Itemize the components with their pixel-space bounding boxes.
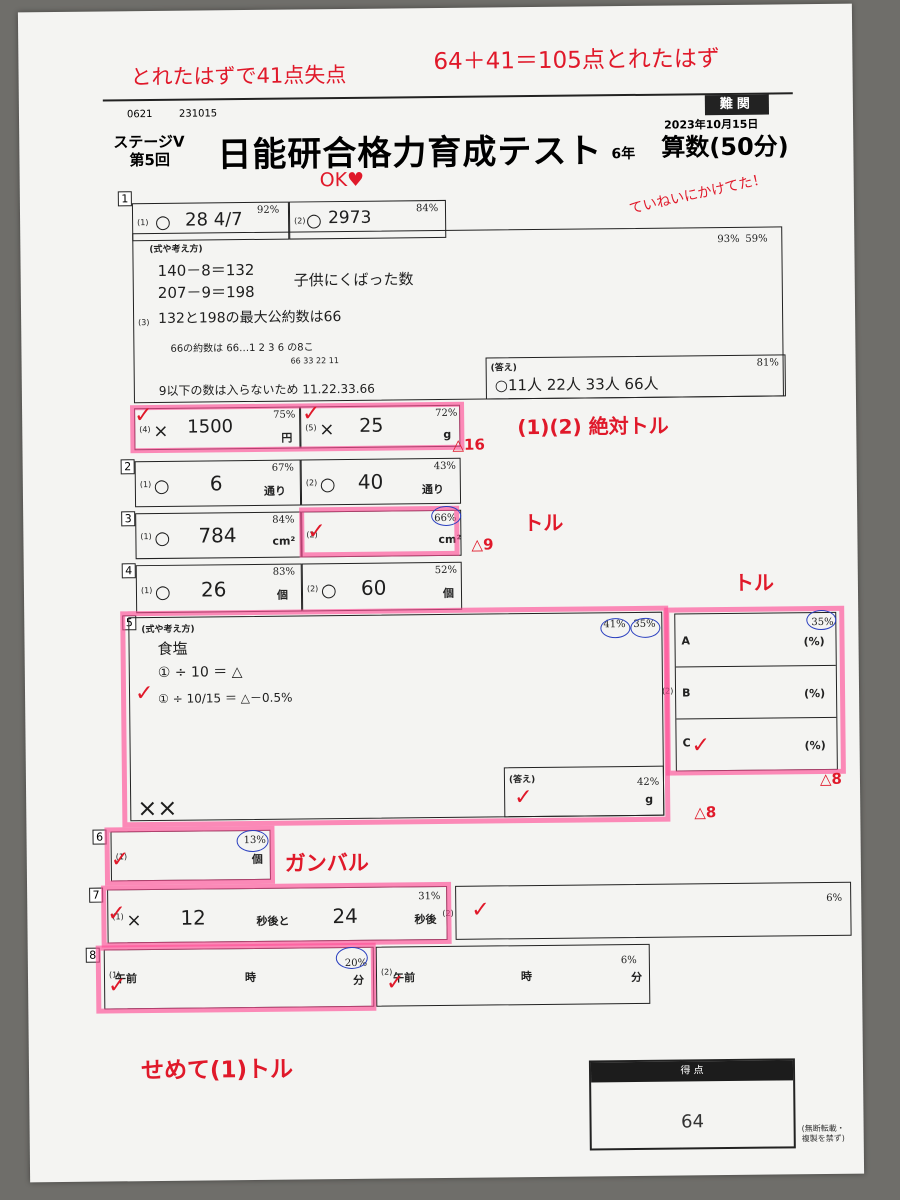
work-line: 子供にくばった数 xyxy=(293,270,414,290)
check-mark: ✓ xyxy=(107,973,127,999)
work-line: 132と198の最大公約数は66 xyxy=(158,309,342,327)
correct-mark: ○ xyxy=(154,581,171,603)
q2-2-answer-box: (2) ○ 40 通り 43% xyxy=(300,457,462,506)
highlight xyxy=(101,881,452,948)
q2-1-answer-box: (1) ○ 6 通り 67% xyxy=(134,459,302,508)
header-rule xyxy=(102,92,793,102)
q1-3-answer: ○11人 22人 33人 66人 xyxy=(494,374,659,395)
code-right: 231015 xyxy=(178,108,218,120)
take-note: トル xyxy=(733,570,775,595)
q1-1-answer: 28 4/7 xyxy=(184,209,243,231)
q4-1-answer-box: (1) ○ 26 個 83% xyxy=(135,563,303,614)
work-line: 207－9＝198 xyxy=(157,282,255,302)
work-line: 66の約数は 66…1 2 3 6 の8こ xyxy=(170,342,314,355)
possible-score-note: 64＋41＝105点とれたはず xyxy=(433,46,720,76)
check-mark: ✓ xyxy=(307,519,326,545)
must-take-note: (1)(2) 絶対トル xyxy=(517,413,669,440)
q4-1-answer: 26 xyxy=(200,577,227,602)
ok-note: OK♥ xyxy=(319,168,365,192)
check-mark: ✓ xyxy=(133,403,153,429)
q1-3-answer-box: (答え) 81% ○11人 22人 33人 66人 xyxy=(485,354,786,400)
q4-2-answer: 60 xyxy=(360,575,387,600)
ganbaru-note: ガンバル xyxy=(284,850,369,876)
correct-mark: ○ xyxy=(154,527,171,549)
score-label: 得 点 xyxy=(590,1060,794,1083)
q3-1-answer-box: (1) ○ 784 cm² 84% xyxy=(135,511,302,560)
check-mark: ✓ xyxy=(134,681,154,707)
score-value: 64 xyxy=(680,1111,705,1133)
question-number: 2 xyxy=(120,459,135,475)
lost-points-note: とれたはずで41点失点 xyxy=(130,62,347,90)
correct-mark: ○ xyxy=(153,475,170,498)
highlight xyxy=(95,942,377,1014)
q2-1-answer: 6 xyxy=(209,471,223,496)
q8-2-answer-box: (2) 午前 時 分 6% xyxy=(375,943,651,1007)
take-note: トル xyxy=(523,510,564,536)
q3-1-answer: 784 xyxy=(198,523,237,548)
code-left: 0621 xyxy=(126,108,153,121)
check-mark: ✓ xyxy=(691,733,711,759)
check-mark: ✓ xyxy=(107,901,126,927)
check-mark: ✓ xyxy=(471,897,490,923)
check-mark: ✓ xyxy=(514,785,533,811)
subject-label: 算数(50分) xyxy=(661,132,789,162)
correct-mark: ○ xyxy=(319,474,336,496)
question-number: 3 xyxy=(121,511,136,527)
correct-mark: ○ xyxy=(320,580,337,602)
q7-2-answer-box: (2) 6% xyxy=(442,881,852,940)
level-badge: 難関 xyxy=(704,94,770,116)
check-mark: ✓ xyxy=(110,847,130,873)
grade-label: 6年 xyxy=(611,145,636,163)
work-line: 9以下の数は入らないため 11.22.33.66 xyxy=(158,381,375,398)
question-number: 1 xyxy=(117,191,132,207)
work-line: 66 33 22 11 xyxy=(290,356,339,366)
work-line: 140－8＝132 xyxy=(157,260,255,280)
q5-delta: △8 xyxy=(694,803,717,822)
at-least-note: せめて(1)トル xyxy=(140,1056,294,1085)
score-box: 得 点 64 xyxy=(588,1058,796,1151)
highlight xyxy=(130,401,465,454)
q1-2-answer: 2973 xyxy=(327,207,372,229)
q5-2-delta: △8 xyxy=(819,769,843,789)
copyright-note: (無断転載・複製を禁ず) xyxy=(801,1123,845,1144)
correct-mark: ○ xyxy=(305,210,322,232)
test-sheet: とれたはずで41点失点 64＋41＝105点とれたはず 0621 231015 … xyxy=(17,3,865,1183)
check-mark: ✓ xyxy=(301,401,321,427)
test-title: 日能研合格力育成テスト xyxy=(217,131,603,176)
question-number: 4 xyxy=(121,563,136,579)
correct-mark: ○ xyxy=(154,211,171,233)
q3-delta: △9 xyxy=(471,535,494,554)
q2-2-answer: 40 xyxy=(357,469,384,494)
round-label: 第5回 xyxy=(129,150,170,170)
check-mark: ✓ xyxy=(385,970,405,996)
q4-2-answer-box: (2) ○ 60 個 52% xyxy=(301,561,463,612)
teinei-note: ていねいにかけてた！ xyxy=(627,171,768,218)
q1-delta: △16 xyxy=(452,435,485,454)
highlight xyxy=(120,605,671,828)
